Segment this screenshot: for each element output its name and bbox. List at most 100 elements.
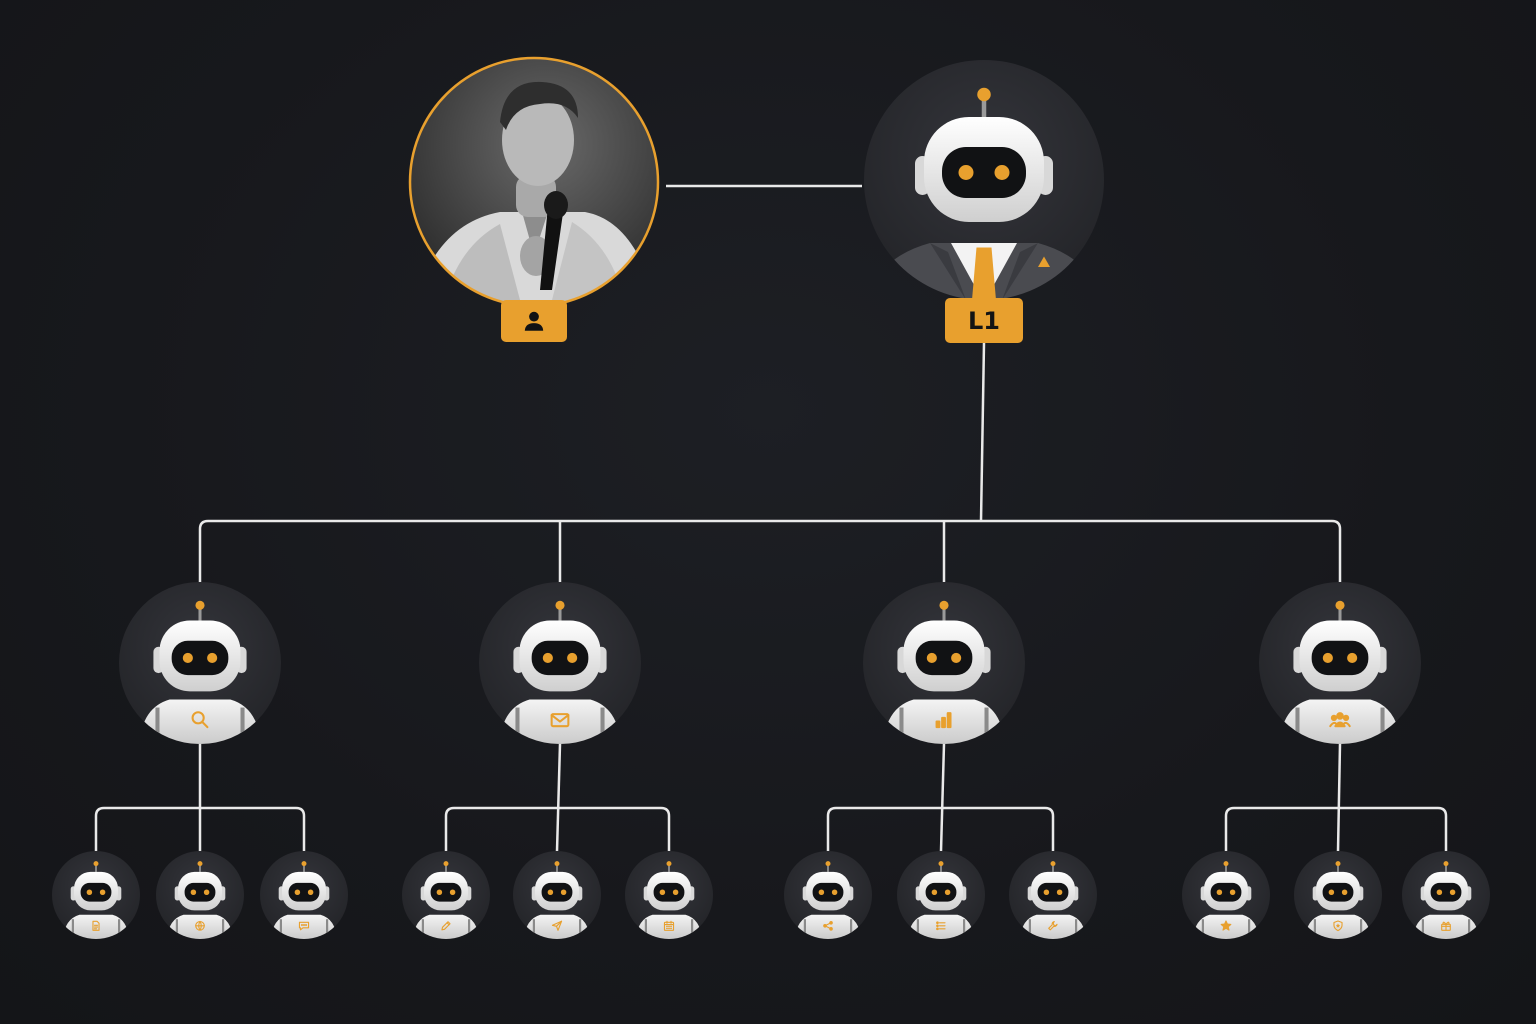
robot-eye <box>818 889 825 895</box>
robot-eye <box>99 889 106 895</box>
body-strap <box>532 919 535 934</box>
lead-badge-label: L1 <box>968 307 1000 335</box>
tie <box>972 247 996 300</box>
robot-eye <box>203 889 210 895</box>
connector-worker-trunk <box>1336 743 1342 852</box>
robot-visor <box>541 882 573 902</box>
shield-icon <box>1333 920 1343 932</box>
lapel-left <box>930 243 966 300</box>
antenna-tip <box>938 861 944 867</box>
pencil-icon <box>441 921 451 931</box>
chat-icon <box>298 921 310 931</box>
robot-visor <box>915 640 973 676</box>
calendar-icon <box>663 920 675 931</box>
body-strap <box>579 919 582 934</box>
lapel-right <box>1002 243 1038 300</box>
search-icon <box>191 711 209 729</box>
antenna-tip <box>1443 861 1449 867</box>
antenna-tip <box>1223 861 1229 867</box>
antenna-tip <box>977 87 991 102</box>
robot-visor <box>171 640 229 676</box>
robot-eye <box>182 652 193 663</box>
body-strap <box>600 707 605 734</box>
body-strap <box>279 919 282 934</box>
robot-visor <box>531 640 589 676</box>
worker-agent-1-1 <box>52 851 140 939</box>
worker-agent-2-2 <box>513 851 601 939</box>
body-strap <box>1468 919 1471 934</box>
connector-manager-bus <box>198 519 1342 582</box>
robot-eye <box>1341 889 1348 895</box>
body-strap <box>421 919 424 934</box>
robot-body <box>499 699 621 744</box>
robot-eye <box>994 165 1010 180</box>
worker-agent-2-1 <box>402 851 490 939</box>
connector-worker-bus <box>444 806 671 851</box>
user-icon <box>524 311 544 331</box>
robot-visor <box>80 882 112 902</box>
antenna-tip <box>1050 861 1056 867</box>
antenna-tip <box>197 861 203 867</box>
antenna-tip <box>554 861 560 867</box>
worker-agent-3-3 <box>1009 851 1097 939</box>
nodes-layer: L1 <box>52 56 1490 939</box>
antenna-tip <box>93 861 99 867</box>
document-icon <box>92 920 100 931</box>
envelope-icon <box>550 713 570 728</box>
robot-eye <box>1216 889 1223 895</box>
antenna-tip <box>825 861 831 867</box>
connector-worker-bus <box>1224 806 1448 851</box>
bar-chart-icon <box>935 712 952 729</box>
body-strap <box>803 919 806 934</box>
body-strap <box>1360 919 1363 934</box>
worker-agent-3-1 <box>784 851 872 939</box>
antenna-tip <box>1335 600 1345 610</box>
antenna-tip <box>939 600 949 610</box>
connector-lead-trunk <box>979 342 986 522</box>
manager-agent-3 <box>863 582 1025 744</box>
worker-agent-3-2 <box>897 851 985 939</box>
person-head <box>502 94 574 186</box>
body-strap <box>118 919 121 934</box>
body-strap <box>1201 919 1204 934</box>
send-icon <box>551 920 563 931</box>
star-icon <box>1220 920 1232 931</box>
team-icon <box>1329 712 1351 728</box>
robot-visor <box>1322 882 1354 902</box>
robot-visor <box>1037 882 1069 902</box>
microphone-head <box>544 191 568 219</box>
robot-eye <box>1328 889 1335 895</box>
robot-eye <box>294 889 301 895</box>
body-strap <box>71 919 74 934</box>
antenna-tip <box>301 861 307 867</box>
robot-visor <box>1311 640 1369 676</box>
person-hair <box>500 81 578 130</box>
robot-eye <box>1229 889 1236 895</box>
body-strap <box>691 919 694 934</box>
robot-eye <box>1449 889 1456 895</box>
lead-badge <box>945 298 1023 343</box>
robot-visor <box>184 882 216 902</box>
robot-eye <box>672 889 679 895</box>
manager-agent-4 <box>1259 582 1421 744</box>
robot-visor <box>1430 882 1462 902</box>
connector-worker-trunk <box>555 743 562 852</box>
robot-body <box>908 914 974 939</box>
robot-eye <box>307 889 314 895</box>
robot-eye <box>926 652 937 663</box>
robot-eye <box>436 889 443 895</box>
body-strap <box>1313 919 1316 934</box>
antenna-tip <box>555 600 565 610</box>
worker-agent-2-3 <box>625 851 713 939</box>
share-icon <box>823 920 833 931</box>
robot-eye <box>86 889 93 895</box>
worker-agent-1-2 <box>156 851 244 939</box>
robot-eye <box>190 889 197 895</box>
connector-worker-bus <box>826 806 1055 851</box>
worker-agent-4-2 <box>1294 851 1382 939</box>
robot-eye <box>831 889 838 895</box>
robot-body <box>167 914 233 939</box>
robot-eye <box>931 889 938 895</box>
robot-visor <box>942 147 1026 198</box>
